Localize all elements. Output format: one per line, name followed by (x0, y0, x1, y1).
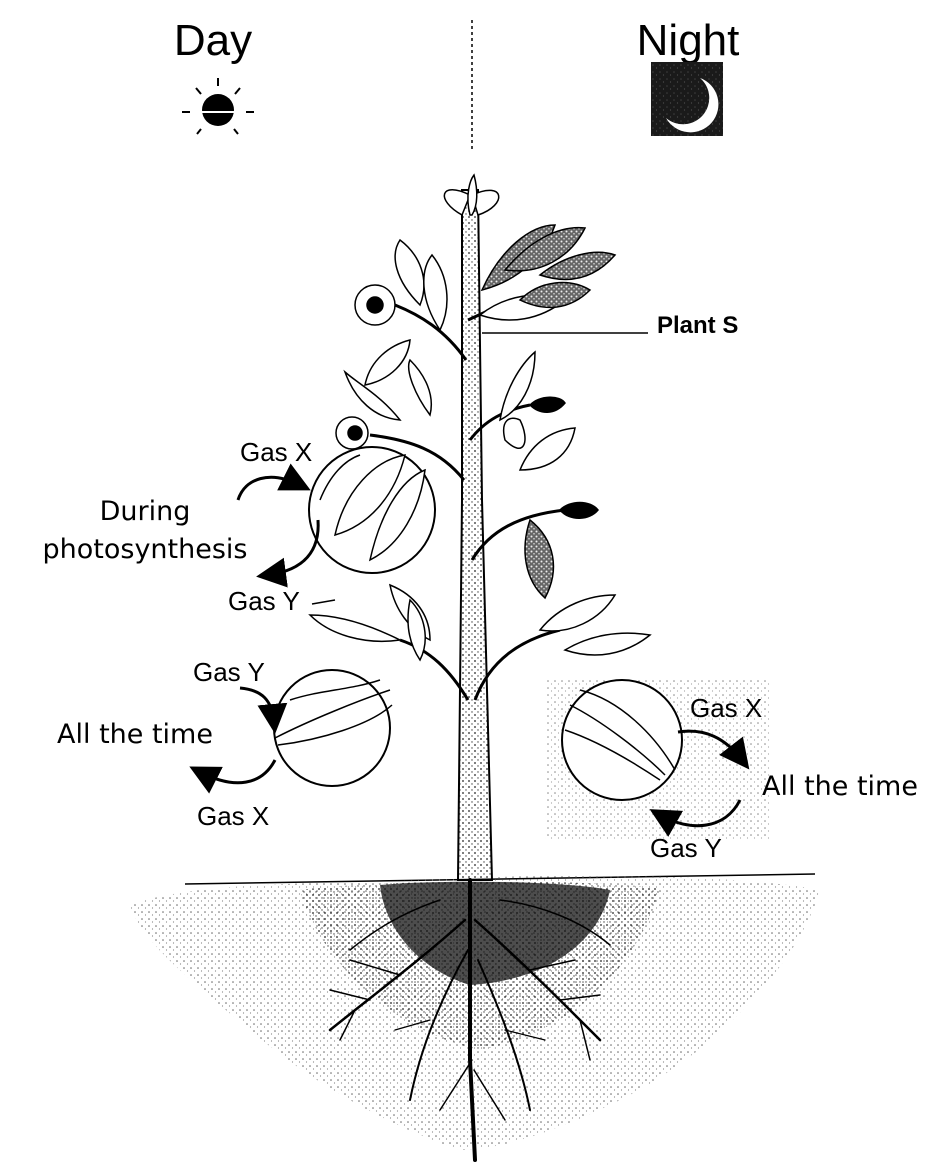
sun-icon (182, 78, 254, 134)
day-label: Day (174, 16, 252, 65)
soil (130, 874, 820, 1150)
day-upper-process-line-1: During (100, 496, 191, 527)
day-lower-process: All the time (57, 719, 213, 750)
day-upper-arrows (238, 477, 318, 575)
plant-s-label: Plant S (657, 312, 738, 339)
night-process: All the time (762, 771, 918, 802)
plant-stem (458, 190, 492, 880)
day-upper-leaf-circle (309, 447, 435, 573)
day-upper-gas-in: Gas X (240, 437, 312, 467)
gas-y-pointer (312, 600, 335, 604)
day-lower-gas-in: Gas Y (193, 657, 265, 687)
day-upper-process-line-2: photosynthesis (43, 534, 248, 565)
moon-icon (651, 62, 723, 136)
night-gas-in: Gas Y (650, 833, 722, 863)
day-lower-leaf-circle (274, 670, 392, 786)
day-lower-gas-out: Gas X (197, 801, 269, 831)
night-label: Night (637, 16, 740, 65)
night-gas-out: Gas X (690, 693, 762, 723)
day-upper-gas-out: Gas Y (228, 586, 300, 616)
